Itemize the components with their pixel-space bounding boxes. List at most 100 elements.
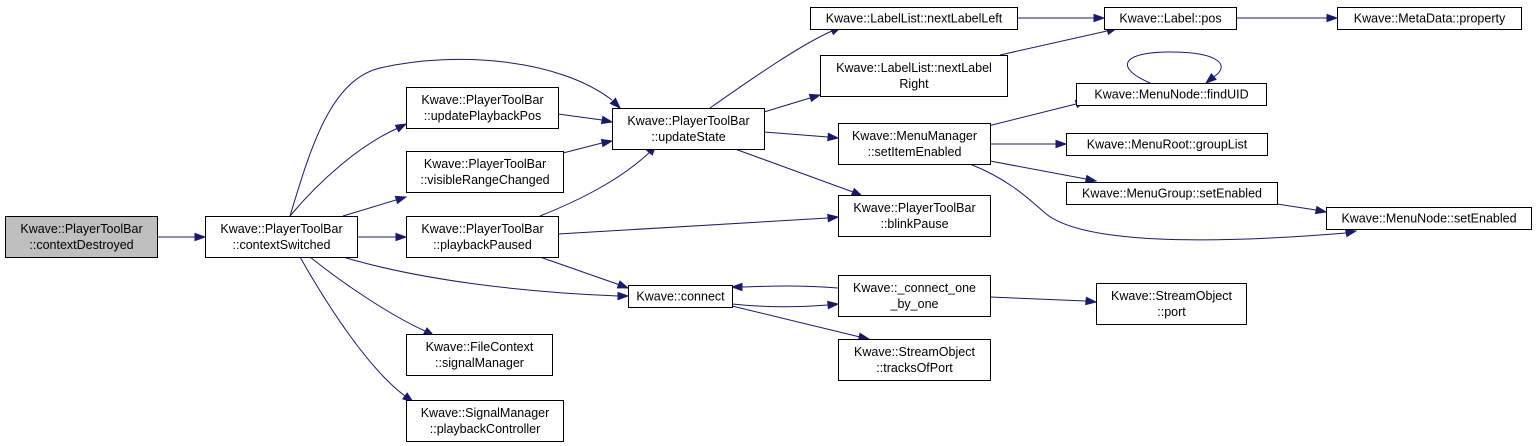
edge-line (342, 256, 619, 297)
node-label-line: Kwave::MetaData::property (1354, 12, 1506, 26)
edge-setItemEnabled-to-menuNodeSetEnabled (969, 163, 1358, 241)
edge-line (969, 163, 1347, 241)
node-box (406, 334, 553, 376)
edge-arrowhead (1326, 13, 1339, 23)
node-box (406, 216, 559, 258)
node-tracksOfPort[interactable]: Kwave::StreamObject::tracksOfPort (838, 339, 991, 381)
node-label-line: ::contextDestroyed (29, 238, 133, 252)
node-label-line: Kwave::LabelList::nextLabel (836, 61, 992, 75)
node-fileContextSignalManager[interactable]: Kwave::FileContext::signalManager (406, 334, 553, 376)
edge-setItemEnabled-to-menuGroupSetEnabled (989, 160, 1098, 184)
edge-arrowhead (1204, 72, 1217, 84)
node-connect[interactable]: Kwave::connect (628, 285, 733, 308)
node-contextDestroyed[interactable]: Kwave::PlayerToolBar::contextDestroyed (5, 216, 158, 258)
node-label-line: Kwave::connect (636, 290, 725, 304)
node-label-line: Kwave::Label::pos (1119, 12, 1221, 26)
edge-line (731, 305, 861, 338)
edge-arrowhead (394, 195, 408, 205)
node-box (838, 275, 991, 317)
node-metaDataProperty[interactable]: Kwave::MetaData::property (1337, 7, 1522, 30)
node-contextSwitched[interactable]: Kwave::PlayerToolBar::contextSwitched (205, 216, 358, 258)
node-updateState[interactable]: Kwave::PlayerToolBar::updateState (612, 108, 765, 150)
node-label-line: Kwave::PlayerToolBar (421, 222, 543, 236)
node-label-line: ::updatePlaybackPos (424, 109, 541, 123)
node-setItemEnabled[interactable]: Kwave::MenuManager::setItemEnabled (838, 123, 991, 165)
node-menuGroupSetEnabled[interactable]: Kwave::MenuGroup::setEnabled (1066, 182, 1278, 205)
node-menuNodeSetEnabled[interactable]: Kwave::MenuNode::setEnabled (1326, 207, 1532, 230)
edge-playbackPaused-to-blinkPause (557, 213, 840, 235)
node-streamObjectPort[interactable]: Kwave::StreamObject::port (1096, 283, 1247, 325)
edge-connectOneByOne-to-streamObjectPort (989, 296, 1098, 306)
node-playbackPaused[interactable]: Kwave::PlayerToolBar::playbackPaused (406, 216, 559, 258)
edge-contextDestroyed-to-contextSwitched (157, 232, 207, 242)
edge-arrowhead (616, 280, 630, 289)
edge-line (309, 256, 426, 332)
node-blinkPause[interactable]: Kwave::PlayerToolBar::blinkPause (838, 195, 991, 237)
node-box (1066, 182, 1278, 205)
node-box (820, 55, 1008, 97)
edge-setItemEnabled-to-findUID (987, 99, 1088, 127)
edge-updateState-to-setItemEnabled (763, 131, 840, 142)
node-label-line: Kwave::PlayerToolBar (853, 201, 975, 215)
node-box (205, 216, 358, 258)
node-box (1096, 283, 1247, 325)
edge-arrowhead (808, 93, 822, 103)
node-label-line: Right (899, 77, 929, 91)
edge-playbackPaused-to-connect (539, 256, 630, 289)
node-updatePlaybackPos[interactable]: Kwave::PlayerToolBar::updatePlaybackPos (406, 87, 559, 129)
edge-arrowhead (1055, 139, 1068, 149)
node-label-line: ::playbackPaused (433, 238, 532, 252)
edge-menuGroupSetEnabled-to-menuNodeSetEnabled (1276, 203, 1328, 215)
edge-line (557, 113, 603, 121)
edge-contextSwitched-to-visibleRangeChanged (342, 195, 408, 217)
node-label-line: ::updateState (651, 130, 725, 144)
edge-line (539, 151, 651, 217)
edge-line (1276, 203, 1317, 211)
edge-line (539, 256, 621, 286)
edge-arrowhead (827, 132, 840, 142)
node-nextLabelLeft[interactable]: Kwave::LabelList::nextLabelLeft (810, 7, 1018, 30)
node-visibleRangeChanged[interactable]: Kwave::PlayerToolBar::visibleRangeChange… (406, 151, 564, 193)
edge-line (989, 160, 1087, 180)
edge-arrowhead (827, 213, 840, 223)
node-box (406, 151, 564, 193)
edge-line (289, 58, 613, 217)
node-label-line: ::contextSwitched (233, 238, 331, 252)
edge-nextLabelLeft-to-labelPos (1017, 13, 1106, 23)
node-label-line: Kwave::MenuRoot::groupList (1087, 138, 1248, 152)
edge-arrowhead (1314, 205, 1328, 215)
node-playbackController[interactable]: Kwave::SignalManager::playbackController (406, 400, 564, 442)
edge-nextLabelRight-to-labelPos (999, 26, 1119, 56)
node-label-line: Kwave::PlayerToolBar (20, 222, 142, 236)
edge-contextSwitched-to-playbackPaused (357, 232, 408, 242)
node-groupList[interactable]: Kwave::MenuRoot::groupList (1066, 133, 1268, 156)
edges-layer (157, 13, 1358, 403)
edge-arrowhead (394, 123, 408, 133)
edge-line (342, 199, 397, 217)
edge-contextSwitched-to-fileContextSignalManager (309, 256, 436, 337)
node-label-line: Kwave::PlayerToolBar (421, 93, 543, 107)
node-label-line: Kwave::MenuManager (852, 129, 977, 143)
node-findUID[interactable]: Kwave::MenuNode::findUID (1076, 83, 1267, 106)
node-box (628, 285, 733, 308)
node-label-line: ::signalManager (435, 356, 524, 370)
edge-arrowhead (194, 232, 207, 242)
node-label-line: Kwave::LabelList::nextLabelLeft (826, 12, 1003, 26)
edge-line (299, 256, 406, 397)
node-box (406, 400, 564, 442)
node-connectOneByOne[interactable]: Kwave::_connect_one_by_one (838, 275, 991, 317)
node-label-line: Kwave::FileContext (426, 340, 534, 354)
node-label-line: Kwave::PlayerToolBar (424, 157, 546, 171)
edge-labelPos-to-metaDataProperty (1236, 13, 1339, 23)
edge-line (763, 131, 829, 138)
edge-contextSwitched-to-playbackController (299, 256, 415, 403)
node-label-line: ::tracksOfPort (876, 361, 953, 375)
node-labelPos[interactable]: Kwave::Label::pos (1104, 7, 1237, 30)
node-label-line: Kwave::StreamObject (854, 345, 975, 359)
node-box (838, 339, 991, 381)
edge-arrowhead (827, 300, 840, 310)
edge-findUID-to-findUID (1127, 51, 1222, 84)
node-label-line: ::blinkPause (880, 217, 948, 231)
